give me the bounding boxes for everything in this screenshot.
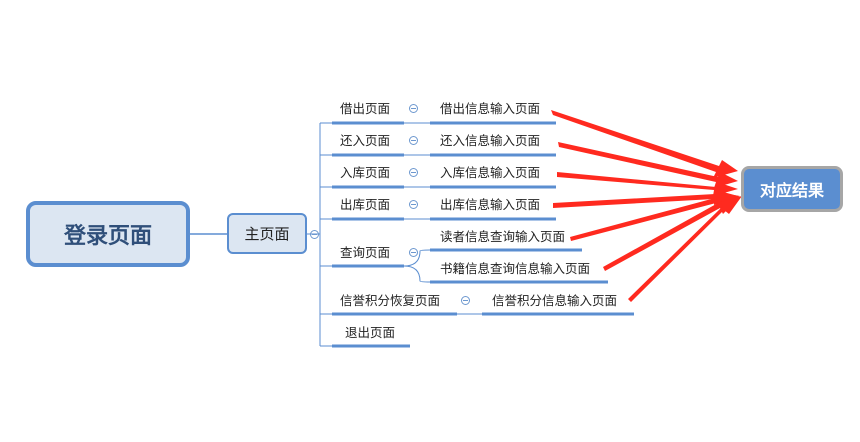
collapse-toggle-icon[interactable]: [409, 200, 418, 209]
branch-borrow-page[interactable]: 借出页面: [340, 101, 391, 116]
root-node-label: 登录页面: [63, 224, 152, 249]
branch-exit-page[interactable]: 退出页面: [345, 325, 396, 340]
branch-stock-out-page[interactable]: 出库页面: [340, 197, 391, 212]
child-stock-out-input-page[interactable]: 出库信息输入页面: [440, 197, 541, 212]
child-book-query-input-page[interactable]: 书籍信息查询信息输入页面: [440, 261, 591, 276]
root-node-login-page[interactable]: 登录页面: [26, 201, 190, 267]
child-return-input-page[interactable]: 还入信息输入页面: [440, 133, 541, 148]
child-borrow-input-page[interactable]: 借出信息输入页面: [440, 101, 541, 116]
collapse-toggle-icon[interactable]: [461, 296, 470, 305]
child-stock-in-input-page[interactable]: 入库信息输入页面: [440, 165, 541, 180]
branch-credit-restore-page[interactable]: 信誉积分恢复页面: [340, 293, 441, 308]
branch-stock-in-page[interactable]: 入库页面: [340, 165, 391, 180]
collapse-toggle-icon[interactable]: [409, 104, 418, 113]
main-node-label: 主页面: [244, 225, 290, 243]
child-credit-input-page[interactable]: 信誉积分信息输入页面: [492, 293, 618, 308]
collapse-toggle-icon[interactable]: [409, 136, 418, 145]
main-node-home-page[interactable]: 主页面: [227, 213, 307, 254]
result-node[interactable]: 对应结果: [741, 166, 843, 212]
collapse-toggle-icon[interactable]: [310, 230, 319, 239]
child-reader-query-input-page[interactable]: 读者信息查询输入页面: [440, 229, 566, 244]
branch-query-page[interactable]: 查询页面: [340, 245, 391, 260]
branch-return-page[interactable]: 还入页面: [340, 133, 391, 148]
arrows: [551, 110, 742, 302]
collapse-toggle-icon[interactable]: [409, 168, 418, 177]
collapse-toggle-icon[interactable]: [409, 248, 418, 257]
result-node-label: 对应结果: [759, 181, 824, 200]
